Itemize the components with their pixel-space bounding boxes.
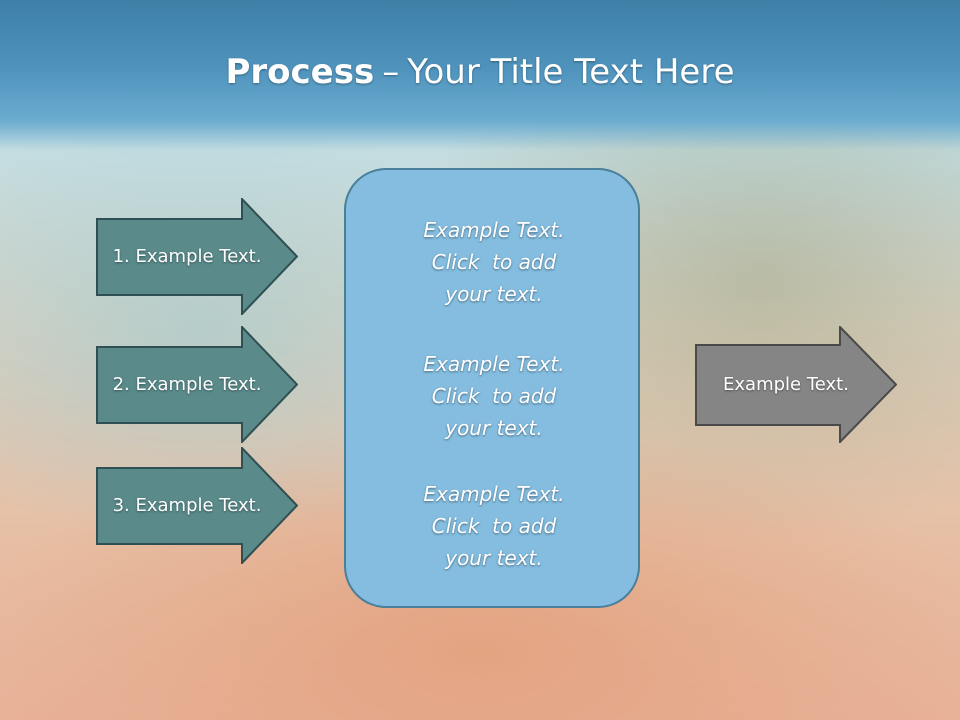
center-text-block-1[interactable]: Example Text. Click to add your text. — [346, 214, 642, 310]
center-block-3-line-2: Click to add — [431, 514, 557, 538]
center-block-2-line-1: Example Text. — [423, 352, 565, 376]
center-block-3-line-3: your text. — [445, 546, 543, 570]
arrow-right-shape-1 — [96, 198, 298, 315]
center-block-1-line-3: your text. — [445, 282, 543, 306]
center-text-block-2[interactable]: Example Text. Click to add your text. — [346, 348, 642, 444]
slide-title[interactable]: Process–Your Title Text Here — [0, 52, 960, 92]
output-label: Example Text. — [723, 374, 849, 395]
arrow-right-shape-3 — [96, 447, 298, 564]
center-block-1-line-2: Click to add — [431, 250, 557, 274]
step-label-1: 1. Example Text. — [112, 246, 262, 267]
output-arrow[interactable]: Example Text. — [695, 326, 897, 443]
center-text-box[interactable]: Example Text. Click to add your text. Ex… — [344, 168, 640, 608]
title-rest: Your Title Text Here — [407, 52, 735, 92]
title-band — [0, 0, 960, 150]
center-block-2-line-2: Click to add — [431, 384, 557, 408]
step-arrow-1[interactable]: 1. Example Text. — [96, 198, 298, 315]
step-label-3: 3. Example Text. — [112, 495, 262, 516]
step-arrow-3[interactable]: 3. Example Text. — [96, 447, 298, 564]
title-bold: Process — [225, 52, 375, 92]
arrow-right-shape-2 — [96, 326, 298, 443]
arrow-right-shape-output — [695, 326, 897, 443]
center-block-3-line-1: Example Text. — [423, 482, 565, 506]
step-arrow-2[interactable]: 2. Example Text. — [96, 326, 298, 443]
title-separator: – — [382, 52, 400, 92]
center-block-2-line-3: your text. — [445, 416, 543, 440]
step-label-2: 2. Example Text. — [112, 374, 262, 395]
center-text-block-3[interactable]: Example Text. Click to add your text. — [346, 478, 642, 574]
center-block-1-line-1: Example Text. — [423, 218, 565, 242]
